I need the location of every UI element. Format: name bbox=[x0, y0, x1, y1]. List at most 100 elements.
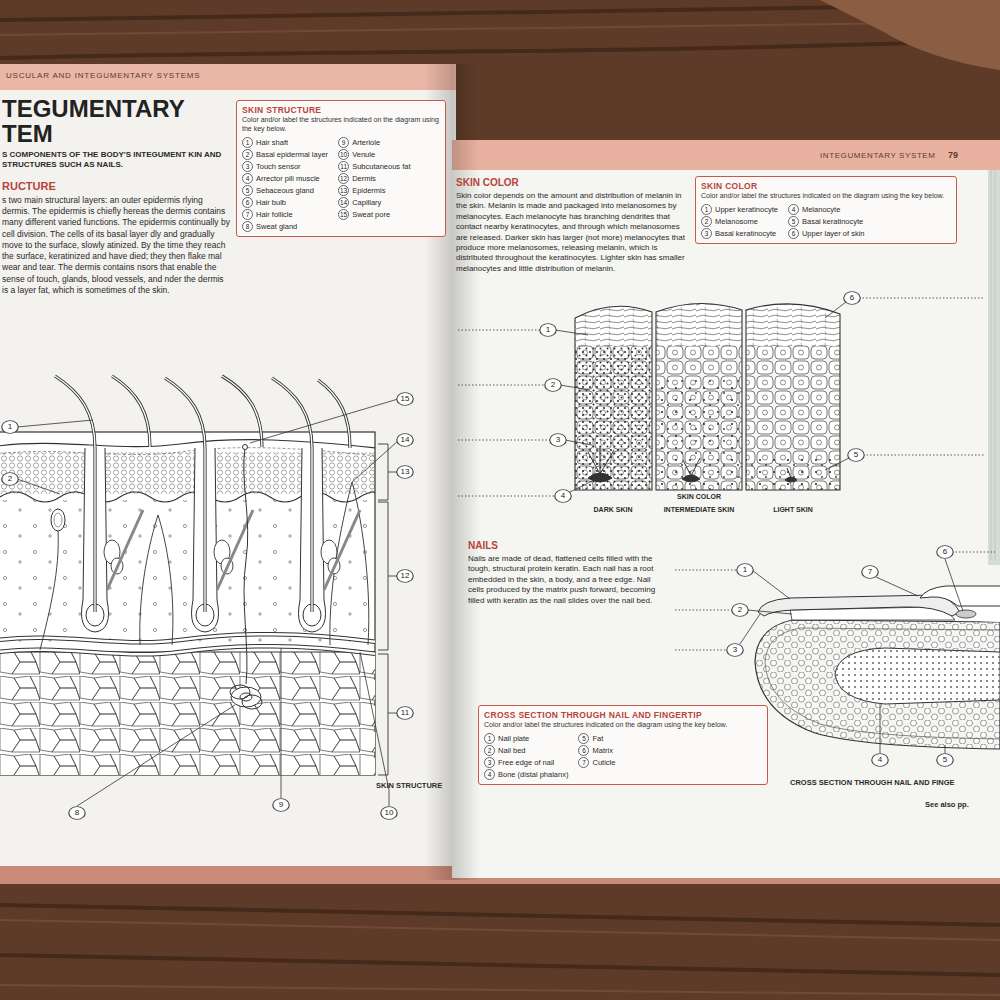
hair-shaft bbox=[55, 376, 95, 612]
book bbox=[452, 140, 1000, 878]
key-number: 14 bbox=[338, 197, 349, 208]
section-heading: RUCTURE bbox=[2, 180, 56, 193]
callout-number: 3 bbox=[549, 433, 567, 447]
key-number: 2 bbox=[242, 149, 253, 160]
key-number: 1 bbox=[242, 137, 253, 148]
callout-outline bbox=[2, 421, 18, 434]
leader-line bbox=[281, 648, 282, 798]
key-number: 11 bbox=[338, 161, 349, 172]
dotted-leader bbox=[458, 330, 541, 331]
arrector-pili bbox=[107, 510, 143, 590]
callout-circle: 9 bbox=[272, 798, 290, 812]
callout-circle: 14 bbox=[396, 433, 414, 447]
key-entry: 4Arrector pili muscle bbox=[242, 173, 320, 184]
callout-outline bbox=[937, 546, 953, 559]
callout-circle: 13 bbox=[396, 465, 414, 479]
cross-reference: See also pp. bbox=[925, 800, 969, 809]
key-term: Fat bbox=[592, 734, 603, 743]
skin-color-illustration bbox=[746, 304, 840, 490]
key-entry: 10Venule bbox=[338, 149, 375, 160]
key-entry: 4Bone (distal phalanx) bbox=[484, 769, 568, 780]
key-number: 8 bbox=[242, 221, 253, 232]
key-term: Nail bed bbox=[498, 746, 526, 755]
key-number: 5 bbox=[242, 185, 253, 196]
key-number: 4 bbox=[242, 173, 253, 184]
callout-outline bbox=[397, 393, 413, 406]
hair-shaft bbox=[165, 378, 205, 612]
layer-bracket bbox=[378, 444, 388, 500]
wood-table bbox=[0, 985, 1000, 995]
leader-line bbox=[555, 330, 588, 335]
callout-number: 2 bbox=[1, 472, 19, 486]
key-entry: 5Sebaceous gland bbox=[242, 185, 314, 196]
layer-bracket bbox=[378, 502, 388, 650]
key-entry: 15Sweat pore bbox=[338, 209, 390, 220]
skin-color-illustration bbox=[575, 296, 652, 346]
key-box: SKIN STRUCTUREColor and/or label the str… bbox=[236, 100, 446, 237]
skin-color-illustration bbox=[575, 346, 652, 490]
leader-line bbox=[752, 570, 790, 599]
callout-number: 13 bbox=[396, 465, 414, 479]
key-box: SKIN COLORColor and/or label the structu… bbox=[695, 176, 957, 244]
callout-number: 1 bbox=[1, 420, 19, 434]
callout-number: 4 bbox=[871, 753, 889, 767]
key-entry: 8Sweat gland bbox=[242, 221, 297, 232]
key-entry: 3Touch sensor bbox=[242, 161, 301, 172]
book bbox=[988, 145, 1000, 565]
sweat-gland bbox=[231, 687, 261, 707]
callout-circle: 6 bbox=[936, 545, 954, 559]
book bbox=[991, 150, 995, 560]
hair-shaft bbox=[222, 376, 262, 447]
callout-number: 5 bbox=[936, 753, 954, 767]
book bbox=[452, 140, 1000, 170]
skin-color-illustration bbox=[746, 455, 840, 490]
melanocyte bbox=[588, 446, 797, 482]
leader-line bbox=[17, 420, 93, 427]
callout-circle: 1 bbox=[1, 420, 19, 434]
figure-caption: SKIN COLOR bbox=[654, 493, 744, 501]
callout-number: 10 bbox=[380, 806, 398, 820]
key-term: Hair follicle bbox=[256, 210, 293, 219]
key-number: 3 bbox=[701, 228, 712, 239]
callout-number: 3 bbox=[726, 643, 744, 657]
key-number: 6 bbox=[788, 228, 799, 239]
callout-outline bbox=[937, 754, 953, 767]
key-number: 1 bbox=[701, 204, 712, 215]
key-entry: 6Matrix bbox=[578, 745, 612, 756]
nail-illustration bbox=[956, 610, 976, 618]
sweat-gland bbox=[240, 693, 252, 701]
skin-color-illustration bbox=[656, 296, 742, 490]
touch-sensor bbox=[54, 513, 62, 527]
callout-outline bbox=[397, 466, 413, 479]
key-term: Upper keratinocyte bbox=[715, 205, 778, 214]
key-term: Basal keratinocyte bbox=[715, 229, 776, 238]
skin-block bbox=[0, 646, 375, 654]
callout-outline bbox=[2, 473, 18, 486]
column-label: LIGHT SKIN bbox=[771, 506, 815, 514]
skin-color-illustration bbox=[746, 296, 840, 490]
leader-line bbox=[876, 577, 918, 596]
hair-shaft bbox=[55, 376, 95, 612]
key-number: 9 bbox=[338, 137, 349, 148]
key-term: Sweat pore bbox=[352, 210, 390, 219]
callout-number: 14 bbox=[396, 433, 414, 447]
key-entry: 5Fat bbox=[578, 733, 603, 744]
key-number: 10 bbox=[338, 149, 349, 160]
key-term: Basal epidermal layer bbox=[256, 150, 328, 159]
key-number: 2 bbox=[484, 745, 495, 756]
callout-circle: 3 bbox=[549, 433, 567, 447]
leader-line bbox=[880, 704, 881, 753]
leader-line bbox=[17, 399, 398, 806]
key-instruction: Color and/or label the structures indica… bbox=[242, 116, 440, 134]
key-term: Sweat gland bbox=[256, 222, 297, 231]
hair-shaft bbox=[55, 376, 350, 612]
wood-table bbox=[0, 955, 1000, 975]
callout-number: 15 bbox=[396, 392, 414, 406]
key-entry: 6Hair bulb bbox=[242, 197, 286, 208]
key-entry: 3Free edge of nail bbox=[484, 757, 554, 768]
key-entry: 1Hair shaft bbox=[242, 137, 288, 148]
key-entry: 2Nail bed bbox=[484, 745, 526, 756]
callout-circle: 1 bbox=[539, 323, 557, 337]
key-entry: 7Hair follicle bbox=[242, 209, 293, 220]
callout-outline bbox=[273, 799, 289, 812]
